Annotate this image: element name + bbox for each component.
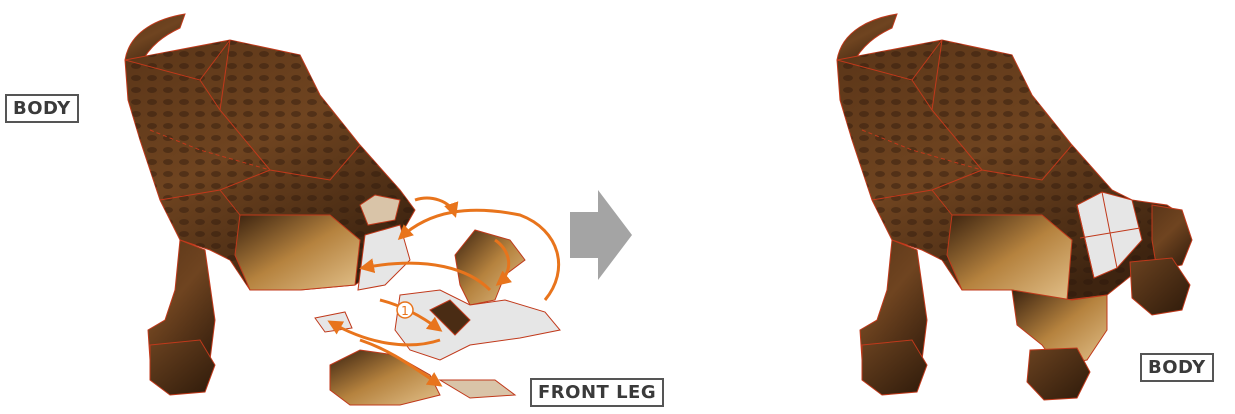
front-leg-tab (440, 380, 515, 398)
belly-left (235, 215, 360, 290)
far-front-paw-right (1130, 258, 1190, 315)
body-right (837, 14, 1192, 400)
hind-paw-right (862, 340, 927, 395)
hind-paw-left (150, 340, 215, 395)
step-marker: 1 (397, 302, 413, 318)
body-label-left: BODY (5, 94, 79, 123)
transition-arrow (570, 190, 632, 280)
body-label-right: BODY (1140, 353, 1214, 382)
front-leg-upper (455, 230, 525, 305)
belly-right (947, 215, 1072, 300)
front-paw-right (1027, 348, 1090, 400)
body-left (125, 14, 415, 395)
front-paw-piece (330, 350, 440, 405)
front-leg-label: FRONT LEG (530, 378, 664, 407)
step-marker-text: 1 (401, 304, 409, 318)
